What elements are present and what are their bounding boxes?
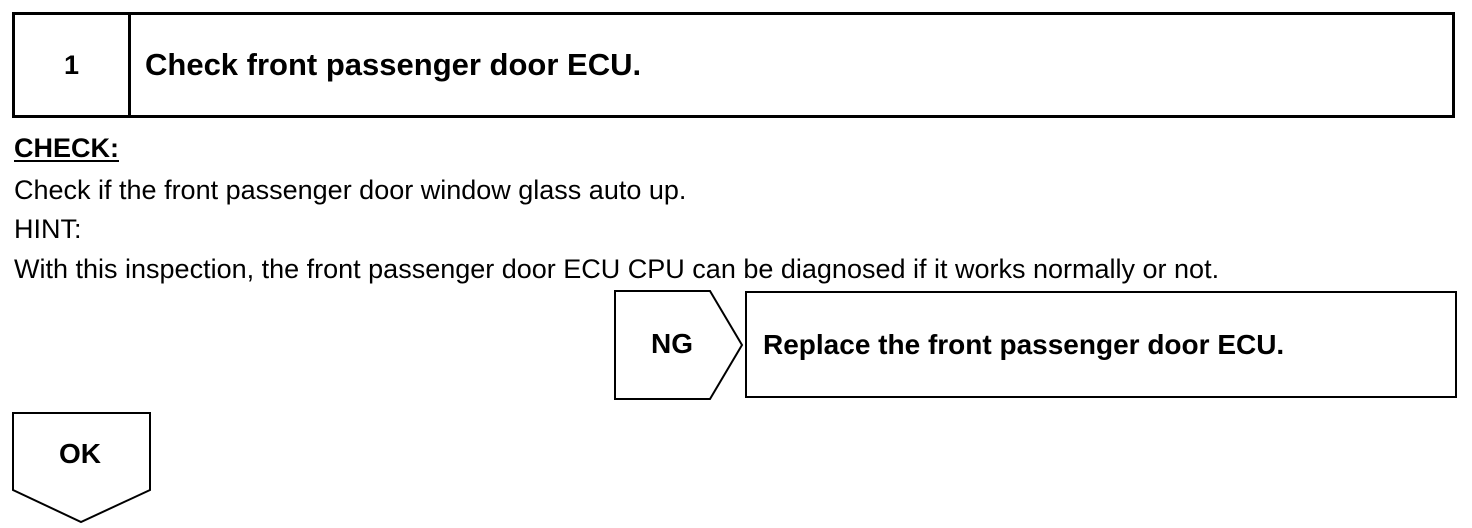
- step-number: 1: [15, 15, 131, 115]
- ng-label: NG: [651, 328, 693, 359]
- step-header-box: 1 Check front passenger door ECU.: [12, 12, 1455, 118]
- check-description: Check if the front passenger door window…: [14, 175, 687, 205]
- hint-text: With this inspection, the front passenge…: [14, 254, 1220, 284]
- hint-label: HINT:: [14, 214, 82, 244]
- ng-result-box: Replace the front passenger door ECU.: [745, 291, 1457, 398]
- ok-arrow-shape: [12, 412, 151, 524]
- ng-arrow-shape: [614, 290, 744, 400]
- step-title: Check front passenger door ECU.: [145, 47, 642, 82]
- check-heading: CHECK:: [14, 133, 119, 163]
- ok-label: OK: [59, 438, 101, 469]
